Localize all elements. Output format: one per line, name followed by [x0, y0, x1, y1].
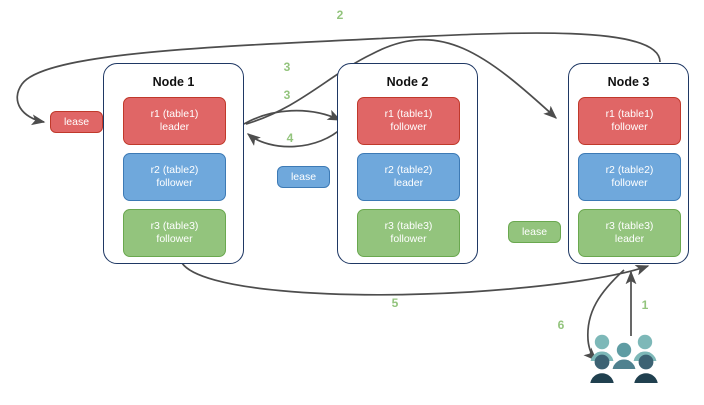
lease-badge-blue[interactable]: lease [277, 166, 330, 188]
node-title-node1: Node 1 [152, 75, 195, 89]
node-title-node2: Node 2 [386, 75, 429, 89]
replica-n1r3-line1: r3 (table3) [150, 220, 199, 232]
replica-n3r1-line2: follower [611, 121, 648, 133]
replica-n3r1-line1: r1 (table1) [605, 108, 654, 120]
replica-n1r2[interactable]: r2 (table2) follower [123, 153, 226, 201]
replica-n3r2-line1: r2 (table2) [605, 164, 654, 176]
replica-n2r1[interactable]: r1 (table1) follower [357, 97, 460, 145]
lease-badge-red-label: lease [63, 116, 90, 128]
replica-n3r2-line2: follower [611, 177, 648, 189]
replica-n2r3-line1: r3 (table3) [384, 220, 433, 232]
arrow-step-3-to-node3 [245, 38, 558, 125]
arrow-step-2 [16, 32, 661, 126]
node-container-node1[interactable]: Node 1 r1 (table1) leader r2 (table2) fo… [103, 63, 244, 264]
replica-n3r2[interactable]: r2 (table2) follower [578, 153, 681, 201]
replica-n3r3[interactable]: r3 (table3) leader [578, 209, 681, 257]
replica-n1r2-line1: r2 (table2) [150, 164, 199, 176]
users-icon [590, 334, 658, 383]
arrow-step-3-to-node2 [243, 109, 342, 125]
lease-badge-green-label: lease [521, 226, 548, 238]
lease-badge-red[interactable]: lease [50, 111, 103, 133]
node-container-node2[interactable]: Node 2 r1 (table1) follower r2 (table2) … [337, 63, 478, 264]
step-label-3b: 3 [283, 88, 291, 102]
replica-n2r1-line1: r1 (table1) [384, 108, 433, 120]
replica-n2r3-line2: follower [390, 233, 427, 245]
replica-n2r2-line1: r2 (table2) [384, 164, 433, 176]
step-label-3a: 3 [283, 60, 291, 74]
replica-n1r2-line2: follower [156, 177, 193, 189]
replica-n1r1-line1: r1 (table1) [150, 108, 199, 120]
step-label-5: 5 [391, 296, 399, 310]
arrow-step-6 [583, 269, 625, 361]
step-label-4: 4 [286, 131, 294, 145]
replica-n2r2[interactable]: r2 (table2) leader [357, 153, 460, 201]
node-title-node3: Node 3 [607, 75, 650, 89]
replica-n3r3-line2: leader [614, 233, 645, 245]
step-label-1: 1 [641, 298, 649, 312]
lease-badge-blue-label: lease [290, 171, 317, 183]
lease-badge-green[interactable]: lease [508, 221, 561, 243]
step-label-2: 2 [336, 8, 344, 22]
step-label-6: 6 [557, 318, 565, 332]
replica-n3r1[interactable]: r1 (table1) follower [578, 97, 681, 145]
replica-n2r2-line2: leader [393, 177, 424, 189]
replica-n1r1[interactable]: r1 (table1) leader [123, 97, 226, 145]
replica-n1r1-line2: leader [159, 121, 190, 133]
replica-n2r3[interactable]: r3 (table3) follower [357, 209, 460, 257]
replica-n2r1-line2: follower [390, 121, 427, 133]
replica-n3r3-line1: r3 (table3) [605, 220, 654, 232]
arrow-step-4 [246, 125, 345, 148]
node-container-node3[interactable]: Node 3 r1 (table1) follower r2 (table2) … [568, 63, 689, 264]
replica-n1r3[interactable]: r3 (table3) follower [123, 209, 226, 257]
arrow-step-5 [181, 262, 650, 296]
replica-n1r3-line2: follower [156, 233, 193, 245]
